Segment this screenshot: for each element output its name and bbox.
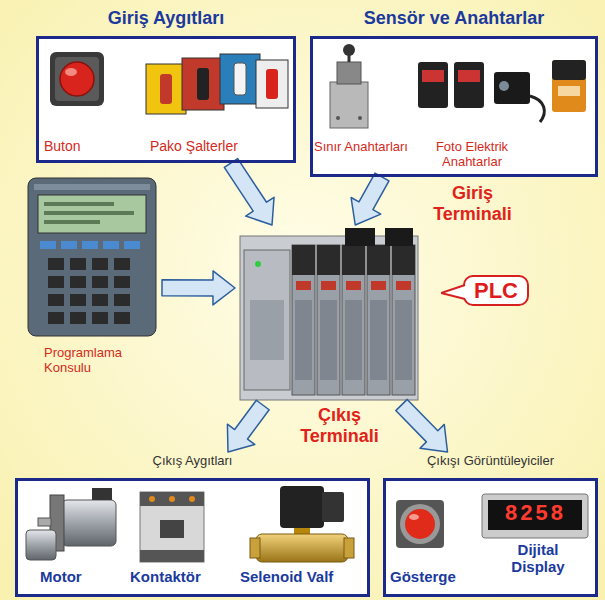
callout-bubble: PLC — [463, 275, 529, 306]
part-label: Buton — [44, 138, 81, 154]
programming-console-picture — [28, 178, 156, 336]
contactor-picture — [140, 492, 204, 562]
panel-heading: Çıkış Aygıtları — [153, 452, 233, 469]
display-digits: 8258 — [488, 501, 582, 529]
part-label: Sınır Anahtarları — [314, 140, 408, 155]
digital-display-picture — [482, 494, 588, 538]
part-label: Pako Şalterler — [150, 138, 238, 154]
label-slot: 8258 — [488, 501, 582, 529]
label-slot: Çıkış Terminali — [292, 405, 387, 446]
part-label: Motor — [40, 568, 82, 585]
label-slot: Sınır Anahtarları — [314, 140, 408, 155]
part-label: Foto Elektrik Anahtarlar — [422, 140, 522, 170]
solenoid-valve-picture — [250, 486, 354, 562]
label-slot: Pako Şalterler — [150, 138, 238, 154]
panel-heading: Giriş Aygıtları — [108, 6, 225, 29]
block-arrow — [224, 159, 274, 225]
terminal-label: Çıkış Terminali — [292, 405, 387, 446]
panel-heading: Çıkışı Görüntüleyiciler — [427, 452, 554, 469]
indicator-picture — [396, 500, 444, 548]
part-label: Dijital Display — [492, 541, 584, 576]
label-slot: Buton — [44, 138, 81, 154]
part-label: Selenoid Valf — [240, 568, 333, 585]
callout-tail — [441, 283, 467, 303]
push-button-picture — [50, 52, 104, 106]
label-slot: Dijital Display — [492, 541, 584, 576]
label-slot: Gösterge — [390, 568, 456, 585]
block-arrow — [162, 271, 235, 305]
plc-node: PLC — [235, 225, 420, 405]
block-arrow — [351, 173, 389, 225]
label-slot: Selenoid Valf — [240, 568, 333, 585]
part-label: Gösterge — [390, 568, 456, 585]
console-node: Programlama Konsulu — [22, 175, 162, 380]
callout-text: PLC — [474, 278, 518, 303]
device-label: Programlama Konsulu — [44, 346, 154, 376]
rotary-switch-picture — [146, 54, 288, 114]
panel-ground — [15, 478, 370, 597]
panel-ground — [383, 478, 598, 597]
block-arrow — [227, 400, 269, 452]
plc-picture — [240, 228, 418, 400]
label-slot: Foto Elektrik Anahtarlar — [422, 140, 522, 170]
panel-ground — [36, 36, 296, 163]
photo-sensor-picture — [418, 60, 586, 122]
panel-heading: Sensör ve Anahtarlar — [364, 6, 544, 29]
block-arrow — [396, 399, 448, 452]
label-slot: Giriş Terminali — [425, 183, 520, 224]
terminal-label: Giriş Terminali — [425, 183, 520, 224]
label-slot: Motor — [40, 568, 82, 585]
limit-switch-picture — [330, 44, 368, 128]
motor-picture — [26, 488, 116, 560]
part-label: Kontaktör — [130, 568, 201, 585]
panel-ground — [310, 36, 598, 177]
label-slot: Kontaktör — [130, 568, 201, 585]
